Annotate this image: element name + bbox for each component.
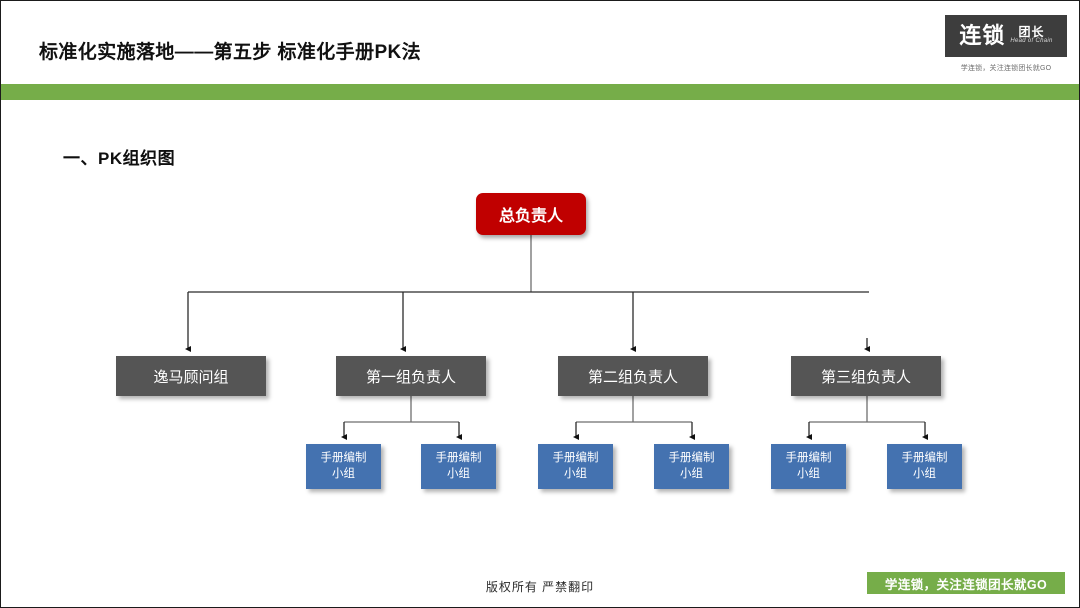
org-node-level3-5-line1: 手册编制 xyxy=(785,451,832,464)
header-accent-bar xyxy=(1,84,1079,100)
org-node-level3-3-text: 手册编制 小组 xyxy=(553,451,599,482)
page-title: 标准化实施落地——第五步 标准化手册PK法 xyxy=(39,42,422,63)
org-node-level3-3-line2: 小组 xyxy=(564,467,587,480)
org-node-level3-4[interactable]: 手册编制 小组 xyxy=(654,444,729,489)
org-node-level3-1-text: 手册编制 小组 xyxy=(321,451,367,482)
org-node-level3-4-text: 手册编制 小组 xyxy=(669,451,715,482)
org-node-level2-2[interactable]: 第一组负责人 xyxy=(336,356,486,396)
org-node-level3-3-line1: 手册编制 xyxy=(552,451,599,464)
org-node-level3-5[interactable]: 手册编制 小组 xyxy=(771,444,846,489)
copyright-note: 版权所有 严禁翻印 xyxy=(485,580,595,594)
logo-main-text: 连锁 xyxy=(959,22,1006,48)
org-node-level3-2-text: 手册编制 小组 xyxy=(436,451,482,482)
org-node-level3-2-line2: 小组 xyxy=(447,467,470,480)
logo-side-group: 团长 Head of Chain xyxy=(1010,26,1052,46)
logo-tagline: 学连锁，关注连锁团长就GO xyxy=(960,65,1052,72)
org-node-level2-4[interactable]: 第三组负责人 xyxy=(791,356,941,396)
logo-sub-text: 团长 xyxy=(1018,24,1045,39)
org-node-level2-3[interactable]: 第二组负责人 xyxy=(558,356,708,396)
footer-promo-badge: 学连锁，关注连锁团长就GO xyxy=(867,572,1065,594)
org-node-level3-6[interactable]: 手册编制 小组 xyxy=(887,444,962,489)
org-node-level3-4-line1: 手册编制 xyxy=(668,451,715,464)
org-node-level3-3[interactable]: 手册编制 小组 xyxy=(538,444,613,489)
org-node-level3-4-line2: 小组 xyxy=(680,467,703,480)
org-node-level3-1[interactable]: 手册编制 小组 xyxy=(306,444,381,489)
org-node-level3-2-line1: 手册编制 xyxy=(435,451,482,464)
org-node-level2-1[interactable]: 逸马顾问组 xyxy=(116,356,266,396)
org-node-level3-5-line2: 小组 xyxy=(797,467,820,480)
org-node-level3-6-line2: 小组 xyxy=(913,467,936,480)
logo-english-text: Head of Chain xyxy=(1010,38,1053,45)
org-node-level3-6-text: 手册编制 小组 xyxy=(902,451,948,482)
section-heading: 一、PK组织图 xyxy=(63,149,176,168)
slide-header: 标准化实施落地——第五步 标准化手册PK法 xyxy=(1,1,1079,79)
brand-logo: 连锁 团长 Head of Chain 学连锁，关注连锁团长就GO xyxy=(945,15,1067,73)
org-node-level3-5-text: 手册编制 小组 xyxy=(786,451,832,482)
org-node-level3-1-line2: 小组 xyxy=(332,467,355,480)
org-node-level3-6-line1: 手册编制 xyxy=(901,451,948,464)
org-node-root[interactable]: 总负责人 xyxy=(476,193,586,235)
org-node-level3-1-line1: 手册编制 xyxy=(320,451,367,464)
org-node-level3-2[interactable]: 手册编制 小组 xyxy=(421,444,496,489)
logo-badge: 连锁 团长 Head of Chain xyxy=(945,15,1067,57)
